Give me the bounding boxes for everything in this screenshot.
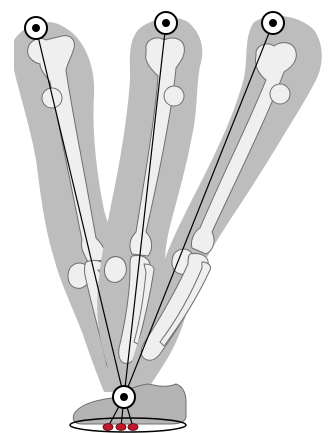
left-hip-joint bbox=[42, 88, 62, 108]
pressure-point bbox=[128, 424, 138, 431]
left-hip-pivot-marker bbox=[25, 17, 47, 39]
foot-pivot-marker bbox=[113, 386, 135, 408]
right-hip-pivot-marker bbox=[262, 12, 284, 34]
pressure-points bbox=[103, 424, 138, 431]
middle-hip-pivot-marker bbox=[155, 12, 177, 34]
pressure-point bbox=[103, 424, 113, 431]
right-hip-joint bbox=[270, 84, 290, 104]
right-femur bbox=[191, 43, 296, 254]
middle-knee-cap bbox=[105, 257, 127, 283]
middle-hip-joint bbox=[164, 86, 184, 106]
pressure-point bbox=[116, 424, 126, 431]
